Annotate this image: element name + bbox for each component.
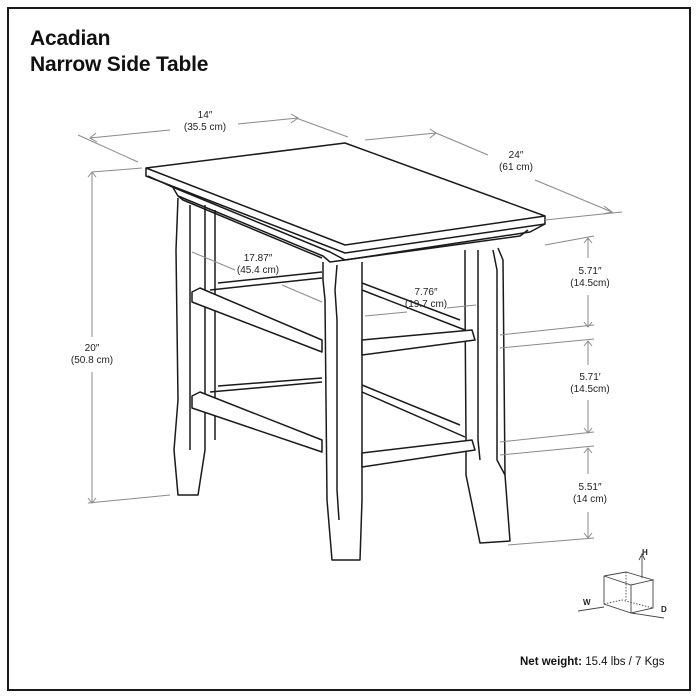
shelf-gap-middle-dimension: 5.71′ (14.5cm) xyxy=(570,372,610,395)
product-title: Acadian Narrow Side Table xyxy=(30,26,208,78)
product-title-line1: Acadian xyxy=(30,27,111,50)
dimension-lines xyxy=(77,117,623,546)
axis-label-height: H xyxy=(642,548,648,557)
axis-label-depth: D xyxy=(661,605,667,614)
table-outline xyxy=(145,142,546,561)
product-title-line2: Narrow Side Table xyxy=(30,53,209,76)
depth-dimension: 24″ (61 cm) xyxy=(499,150,533,173)
shelf-gap-top-dimension: 5.71″ (14.5cm) xyxy=(570,266,610,289)
axis-cube-icon xyxy=(577,552,665,619)
diagram-frame xyxy=(7,7,691,691)
net-weight-label: Net weight: xyxy=(520,656,582,668)
inner-width-dimension: 7.76″ (19.7 cm) xyxy=(404,287,448,310)
net-weight: Net weight: 15.4 lbs / 7 Kgs xyxy=(520,656,664,668)
net-weight-value: 15.4 lbs / 7 Kgs xyxy=(585,656,665,668)
axis-label-width: W xyxy=(583,598,591,607)
dimension-arrowheads xyxy=(87,113,614,539)
inner-depth-dimension: 17.87″ (45.4 cm) xyxy=(236,253,280,276)
shelf-gap-bottom-dimension: 5.51″ (14 cm) xyxy=(573,482,607,505)
height-dimension: 20″ (50.8 cm) xyxy=(70,343,114,366)
width-dimension: 14″ (35.5 cm) xyxy=(183,110,227,133)
